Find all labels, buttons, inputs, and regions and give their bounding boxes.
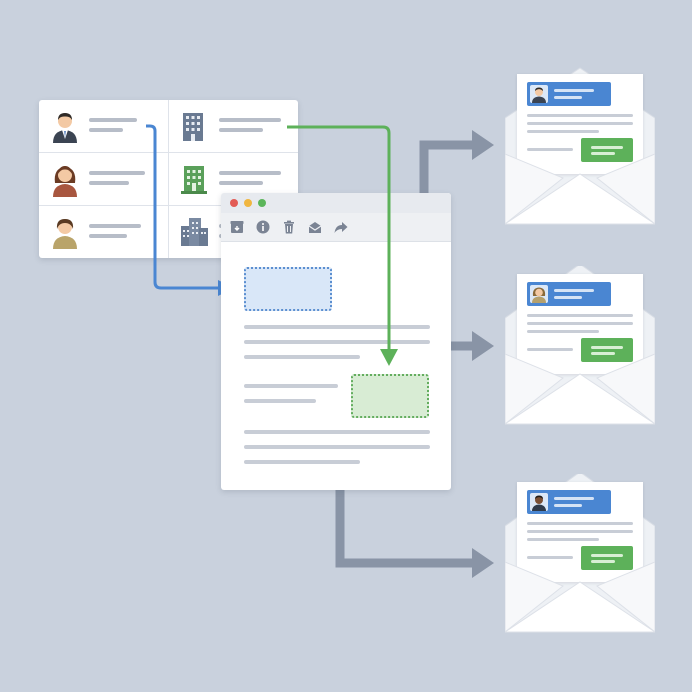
name-field-line [89, 118, 137, 122]
gray-arrowhead-1 [472, 130, 494, 160]
man-dark-skin-avatar-icon [530, 493, 548, 511]
letter-text-line [527, 122, 633, 125]
window-title-bar [221, 193, 451, 213]
letter-text-line [527, 314, 633, 317]
envelope-front [505, 353, 655, 425]
businessman-avatar-icon [530, 85, 548, 103]
body-text-line [244, 399, 316, 403]
name-field-line [89, 224, 141, 228]
forward-icon[interactable] [334, 220, 348, 234]
name-field-line [89, 128, 123, 132]
letter-text-line [527, 348, 573, 351]
letter-text-line [527, 130, 599, 133]
envelope-front [505, 561, 655, 633]
recipient-header [527, 82, 611, 106]
recipient-header [527, 282, 611, 306]
letter-text-line [527, 114, 633, 117]
gray-arrowhead-2 [472, 331, 494, 361]
maximize-window-dot[interactable] [258, 199, 266, 207]
letter-text-line [527, 522, 633, 525]
name-placeholder[interactable] [244, 267, 332, 311]
company-placeholder[interactable] [351, 374, 429, 418]
woman-short-hair-avatar-icon [53, 219, 77, 249]
businessman-avatar-icon [53, 113, 77, 143]
company-highlight [581, 546, 633, 570]
body-text-line [244, 460, 360, 464]
name-field-line [89, 181, 129, 185]
body-text-line [244, 355, 360, 359]
minimize-window-dot[interactable] [244, 199, 252, 207]
company-field-line [219, 171, 281, 175]
envelope-open-icon[interactable] [308, 220, 322, 234]
company-field-line [219, 128, 263, 132]
archive-icon[interactable] [230, 220, 244, 234]
body-text-line [244, 340, 430, 344]
company-highlight [581, 138, 633, 162]
company-field-line [219, 181, 263, 185]
office-building-icon [183, 113, 203, 141]
office-complex-icon [181, 218, 208, 246]
letter-text-line [527, 148, 573, 151]
letter-text-line [527, 322, 633, 325]
name-field-line [89, 171, 145, 175]
company-field-line [219, 118, 281, 122]
letter-sheet [517, 482, 643, 582]
company-highlight [581, 338, 633, 362]
personalized-email-3[interactable] [505, 474, 655, 634]
personalized-email-1[interactable] [505, 66, 655, 226]
body-text-line [244, 384, 338, 388]
body-text-line [244, 445, 430, 449]
trash-icon[interactable] [282, 220, 296, 234]
name-field-line [89, 234, 127, 238]
letter-sheet [517, 274, 643, 374]
gray-arrow-to-email-3 [335, 490, 474, 568]
contact-row[interactable] [39, 100, 298, 152]
envelope-front [505, 153, 655, 225]
recipient-header [527, 490, 611, 514]
letter-text-line [527, 330, 599, 333]
gray-arrowhead-3 [472, 548, 494, 578]
green-building-icon [181, 166, 207, 194]
info-icon[interactable] [256, 220, 270, 234]
letter-text-line [527, 556, 573, 559]
letter-text-line [527, 530, 633, 533]
letter-text-line [527, 538, 599, 541]
woman-avatar-icon [530, 285, 548, 303]
email-toolbar [221, 213, 451, 242]
email-template-window [221, 193, 451, 490]
body-text-line [244, 325, 430, 329]
personalized-email-2[interactable] [505, 266, 655, 426]
woman-avatar-icon [53, 166, 77, 197]
close-window-dot[interactable] [230, 199, 238, 207]
gray-arrow-to-email-1 [419, 140, 474, 193]
letter-sheet [517, 74, 643, 174]
body-text-line [244, 430, 430, 434]
